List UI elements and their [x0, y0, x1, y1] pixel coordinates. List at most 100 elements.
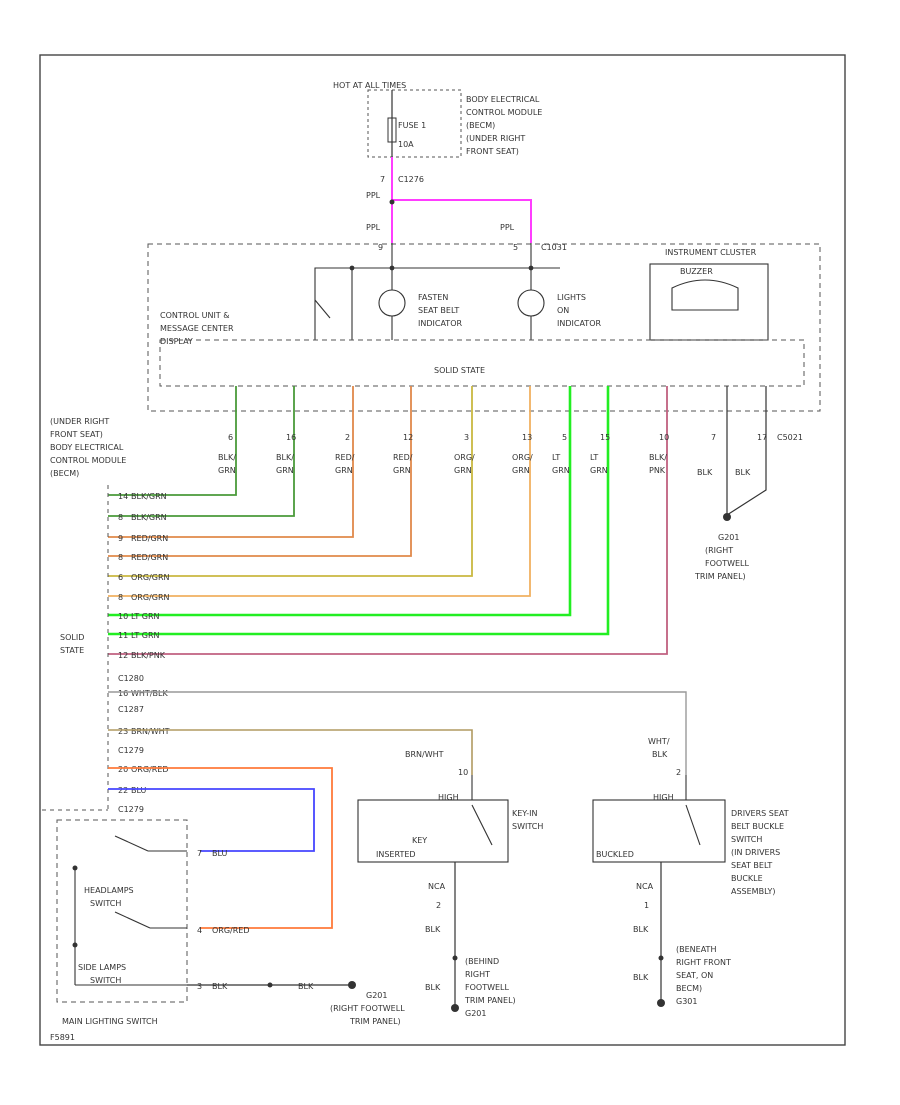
buckle-wire-b1: BLK: [633, 925, 649, 934]
cluster-wire-color-2-b: GRN: [276, 466, 294, 475]
cluster-pin-2: 16: [286, 433, 296, 442]
org-red-wire: [108, 767, 333, 929]
headlamps-line-2: SWITCH: [90, 899, 121, 908]
lights-on-line-2: ON: [557, 306, 569, 315]
main-lighting-switch-box: [56, 819, 188, 1003]
key-name-line-1: KEY-IN: [512, 809, 537, 818]
becm-pin-5: 6: [118, 573, 123, 582]
becm-wire-4: RED/GRN: [131, 553, 168, 562]
fuse-box: [367, 89, 462, 158]
cluster-pin-3: 2: [345, 433, 350, 442]
cluster-wire-color-9-a: BLK/: [649, 453, 667, 462]
becm-wire-9: BLK/PNK: [131, 651, 166, 660]
module-desc-line-2: CONTROL MODULE: [466, 108, 542, 117]
footer-code: F5891: [50, 1033, 75, 1042]
buzzer-icon: [671, 279, 739, 311]
connector-c1280: C1280: [118, 674, 144, 683]
lighting-pin-blk: 3: [197, 982, 202, 991]
wire-wht-blk: WHT/BLK: [131, 689, 168, 698]
fasten-seat-belt-lamp-icon: [378, 289, 406, 317]
cluster-wire-color-8-a: LT: [590, 453, 598, 462]
becm-pin-8: 11: [118, 631, 128, 640]
pin-blu: 22: [118, 786, 128, 795]
becm-wire-8: LT GRN: [131, 631, 160, 640]
pin-org-red: 20: [118, 765, 128, 774]
becm-pin-4: 8: [118, 553, 123, 562]
cluster-wire-4: [108, 386, 412, 557]
lighting-wire-blu: BLU: [212, 849, 228, 858]
connector-c1276-top: C1276: [398, 175, 424, 184]
buckle-name-line-4: (IN DRIVERS: [731, 848, 780, 857]
becm-pin-2: 8: [118, 513, 123, 522]
cluster-wire-color-1-b: GRN: [218, 466, 236, 475]
connector-c1279-a: C1279: [118, 746, 144, 755]
lighting-ground-line-3: TRIM PANEL): [349, 1017, 401, 1026]
hot-at-all-times-label: HOT AT ALL TIMES: [333, 81, 406, 90]
fuse-amps: 10A: [398, 140, 414, 149]
key-pin-mid: 2: [436, 901, 441, 910]
ppl-wire-branch: [392, 199, 532, 243]
module-desc-line-1: BODY ELECTRICAL: [466, 95, 540, 104]
blu-wire: [108, 788, 315, 852]
key-wire-b1: BLK: [425, 925, 441, 934]
key-ground-line-1: (BEHIND: [465, 957, 499, 966]
pin-brn-wht: 23: [118, 727, 128, 736]
becm-label-line-3: BODY ELECTRICAL: [50, 443, 124, 452]
control-unit-line-1: CONTROL UNIT &: [160, 311, 229, 320]
wire-ppl-c: PPL: [500, 223, 515, 232]
lighting-ground-g201-icon: [348, 981, 356, 989]
key-ground-line-3: FOOTWELL: [465, 983, 510, 992]
connector-c1287: C1287: [118, 705, 144, 714]
becm-solid-state-2: STATE: [60, 646, 84, 655]
fasten-belt-line-2: SEAT BELT: [418, 306, 459, 315]
lights-on-line-3: INDICATOR: [557, 319, 601, 328]
cluster-wire-color-9-b: PNK: [649, 466, 666, 475]
cluster-wire-9: [108, 386, 668, 655]
cluster-wire-color-2-a: BLK/: [276, 453, 294, 462]
ground-right-line-3: FOOTWELL: [705, 559, 750, 568]
cluster-wire-7: [108, 386, 572, 617]
wire-ppl-b: PPL: [366, 223, 381, 232]
buckle-ground-line-2: RIGHT FRONT: [676, 958, 731, 967]
wire-org-red: ORG/RED: [131, 765, 169, 774]
key-state-line-1: KEY: [412, 836, 427, 845]
key-name-line-2: SWITCH: [512, 822, 543, 831]
buckle-wire-top-1: WHT/: [648, 737, 670, 746]
becm-pin-7: 10: [118, 612, 128, 621]
cluster-pin-b: 5: [513, 243, 518, 252]
wire-brn-wht: BRN/WHT: [131, 727, 170, 736]
cluster-wire-color-3-a: RED/: [335, 453, 355, 462]
cluster-pin-6: 13: [522, 433, 532, 442]
buckle-name-line-1: DRIVERS SEAT: [731, 809, 789, 818]
lighting-wire-org: ORG/RED: [212, 926, 250, 935]
buckle-wire-mid: NCA: [636, 882, 654, 891]
becm-pin-9: 12: [118, 651, 128, 660]
ground-pin-a: 7: [711, 433, 716, 442]
main-lighting-switch-caption: MAIN LIGHTING SWITCH: [62, 1017, 158, 1026]
key-ground-line-4: TRIM PANEL): [464, 996, 516, 1005]
cluster-wire-color-8-b: GRN: [590, 466, 608, 475]
cluster-wire-color-5-a: ORG/: [454, 453, 475, 462]
bus-switch-contact: [314, 299, 331, 319]
pin-wht-blk: 16: [118, 689, 128, 698]
becm-pin-3: 9: [118, 534, 123, 543]
cluster-wire-5: [108, 386, 473, 577]
fuse-label: FUSE 1: [398, 121, 426, 130]
cluster-wire-color-1-a: BLK/: [218, 453, 236, 462]
ground-wire-b: [726, 386, 767, 516]
key-high: HIGH: [438, 793, 459, 802]
key-ground-line-2: RIGHT: [465, 970, 490, 979]
becm-solid-state-1: SOLID: [60, 633, 84, 642]
cluster-wire-8: [108, 386, 610, 636]
buckle-name-line-6: BUCKLE: [731, 874, 763, 883]
buckle-name-line-3: SWITCH: [731, 835, 762, 844]
key-in-switch-box: [357, 799, 509, 863]
buckle-state: BUCKLED: [596, 850, 634, 859]
side-lamps-line-1: SIDE LAMPS: [78, 963, 126, 972]
becm-wire-2: BLK/GRN: [131, 513, 167, 522]
module-desc-line-4: (UNDER RIGHT: [466, 134, 525, 143]
key-ground-splice: [452, 955, 458, 961]
